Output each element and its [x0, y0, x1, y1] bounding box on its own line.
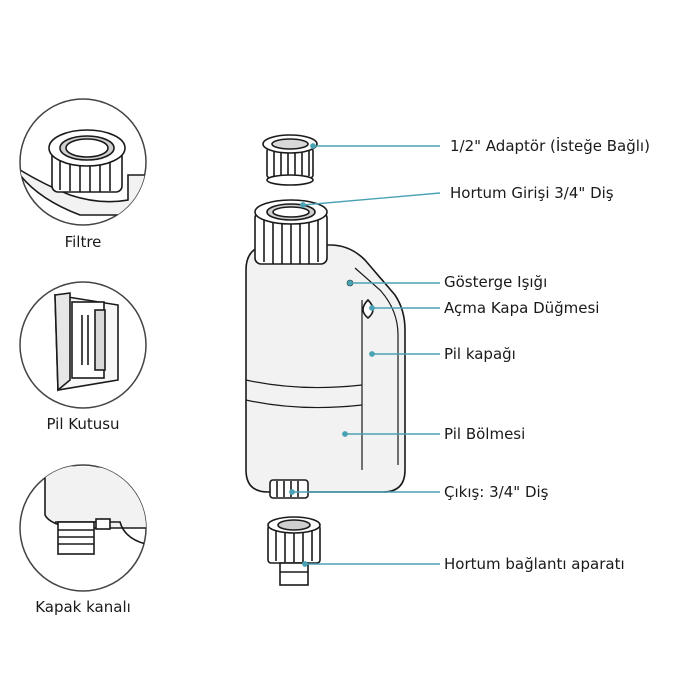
label-indicator: Gösterge Işığı	[444, 273, 548, 291]
battery-box-inset	[19, 281, 147, 409]
label-open-button: Açma Kapa Düğmesi	[444, 299, 600, 317]
cover-channel-inset	[19, 464, 147, 592]
label-battery-compartment: Pil Bölmesi	[444, 425, 526, 443]
label-hose-inlet: Hortum Girişi 3/4" Diş	[450, 184, 614, 202]
filter-inset	[19, 98, 147, 226]
caption-filter: Filtre	[64, 233, 102, 251]
label-adapter: 1/2" Adaptör (İsteğe Bağlı)	[450, 137, 650, 155]
label-battery-cover: Pil kapağı	[444, 345, 516, 363]
outlet-thread-part	[269, 479, 309, 499]
leader-lines	[289, 143, 441, 567]
caption-cover-channel: Kapak kanalı	[35, 598, 131, 616]
water-timer-device	[245, 134, 406, 586]
hose-inlet-part	[254, 199, 328, 265]
caption-battery-box: Pil Kutusu	[46, 415, 120, 433]
adapter-part	[262, 134, 318, 186]
label-hose-connector: Hortum bağlantı aparatı	[444, 555, 625, 573]
hose-connector-part	[267, 516, 321, 586]
label-outlet: Çıkış: 3/4" Diş	[444, 483, 549, 501]
device-body	[245, 244, 406, 493]
